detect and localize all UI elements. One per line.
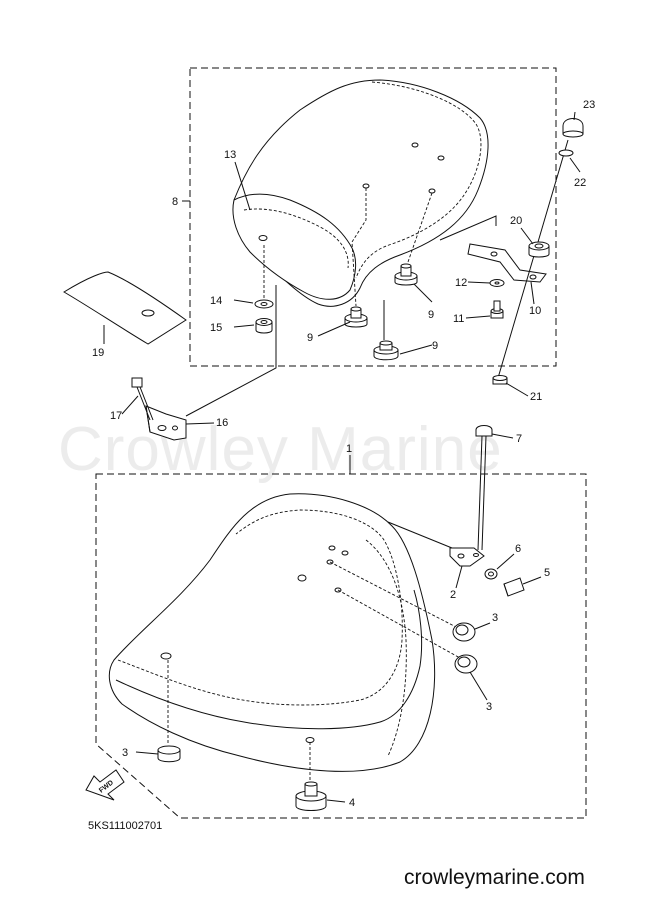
callout-9-a: 9 bbox=[428, 309, 434, 321]
washer-22 bbox=[558, 149, 574, 157]
washer-6 bbox=[484, 568, 498, 580]
callout-3-c: 3 bbox=[122, 747, 128, 759]
callout-16: 16 bbox=[216, 417, 228, 429]
callout-9-c: 9 bbox=[432, 340, 438, 352]
grommet-20 bbox=[528, 241, 550, 258]
watermark: Crowley Marine bbox=[58, 415, 503, 484]
damper-3-b bbox=[454, 654, 478, 674]
bolt-5 bbox=[503, 577, 525, 597]
callout-6: 6 bbox=[515, 543, 521, 555]
callout-13: 13 bbox=[224, 149, 236, 161]
callout-11: 11 bbox=[453, 313, 464, 325]
cap-nut-23 bbox=[562, 118, 584, 138]
leader-lines bbox=[103, 111, 581, 803]
bolt-7 bbox=[475, 425, 493, 551]
damper-9-b bbox=[344, 306, 368, 328]
damper-3-a bbox=[452, 622, 476, 642]
assembly-box-1 bbox=[95, 473, 587, 819]
bolt-17 bbox=[131, 377, 154, 421]
nut-21 bbox=[492, 375, 508, 385]
washer-14 bbox=[254, 299, 274, 309]
callout-3-b: 3 bbox=[486, 701, 492, 713]
drawing-code: 5KS111002701 bbox=[88, 820, 162, 832]
callout-4: 4 bbox=[349, 797, 355, 809]
fwd-arrow-icon: FWD bbox=[85, 769, 125, 801]
callout-3-a: 3 bbox=[492, 612, 498, 624]
rear-seat bbox=[232, 79, 489, 307]
damper-9-a bbox=[394, 263, 418, 286]
callout-15: 15 bbox=[210, 322, 222, 334]
callout-10: 10 bbox=[529, 305, 541, 317]
callout-7: 7 bbox=[516, 433, 522, 445]
callout-2: 2 bbox=[450, 589, 456, 601]
bolt-11 bbox=[490, 300, 504, 319]
callout-8: 8 bbox=[172, 196, 178, 208]
callout-labels: 8 13 23 22 20 9 9 9 12 11 10 14 15 21 16… bbox=[92, 99, 595, 809]
callout-14: 14 bbox=[210, 295, 222, 307]
washer-12 bbox=[489, 279, 505, 287]
callout-20: 20 bbox=[510, 215, 522, 227]
nut-15 bbox=[255, 318, 273, 334]
callout-19: 19 bbox=[92, 347, 104, 359]
assembly-box-8 bbox=[189, 67, 557, 367]
website-label: crowleymarine.com bbox=[404, 866, 585, 889]
damper-3-c bbox=[157, 745, 181, 763]
callout-22: 22 bbox=[574, 177, 586, 189]
cover-plate-19 bbox=[63, 271, 187, 345]
callout-23: 23 bbox=[583, 99, 595, 111]
callout-12: 12 bbox=[455, 277, 467, 289]
callout-9-b: 9 bbox=[307, 332, 313, 344]
bracket-10 bbox=[439, 215, 547, 283]
damper-4 bbox=[295, 781, 327, 811]
bracket-2 bbox=[387, 521, 485, 567]
callout-5: 5 bbox=[544, 567, 550, 579]
callout-21: 21 bbox=[530, 391, 542, 403]
callout-17: 17 bbox=[110, 410, 122, 422]
callout-1: 1 bbox=[346, 443, 352, 455]
front-seat bbox=[108, 493, 436, 772]
damper-9-c bbox=[373, 340, 399, 361]
